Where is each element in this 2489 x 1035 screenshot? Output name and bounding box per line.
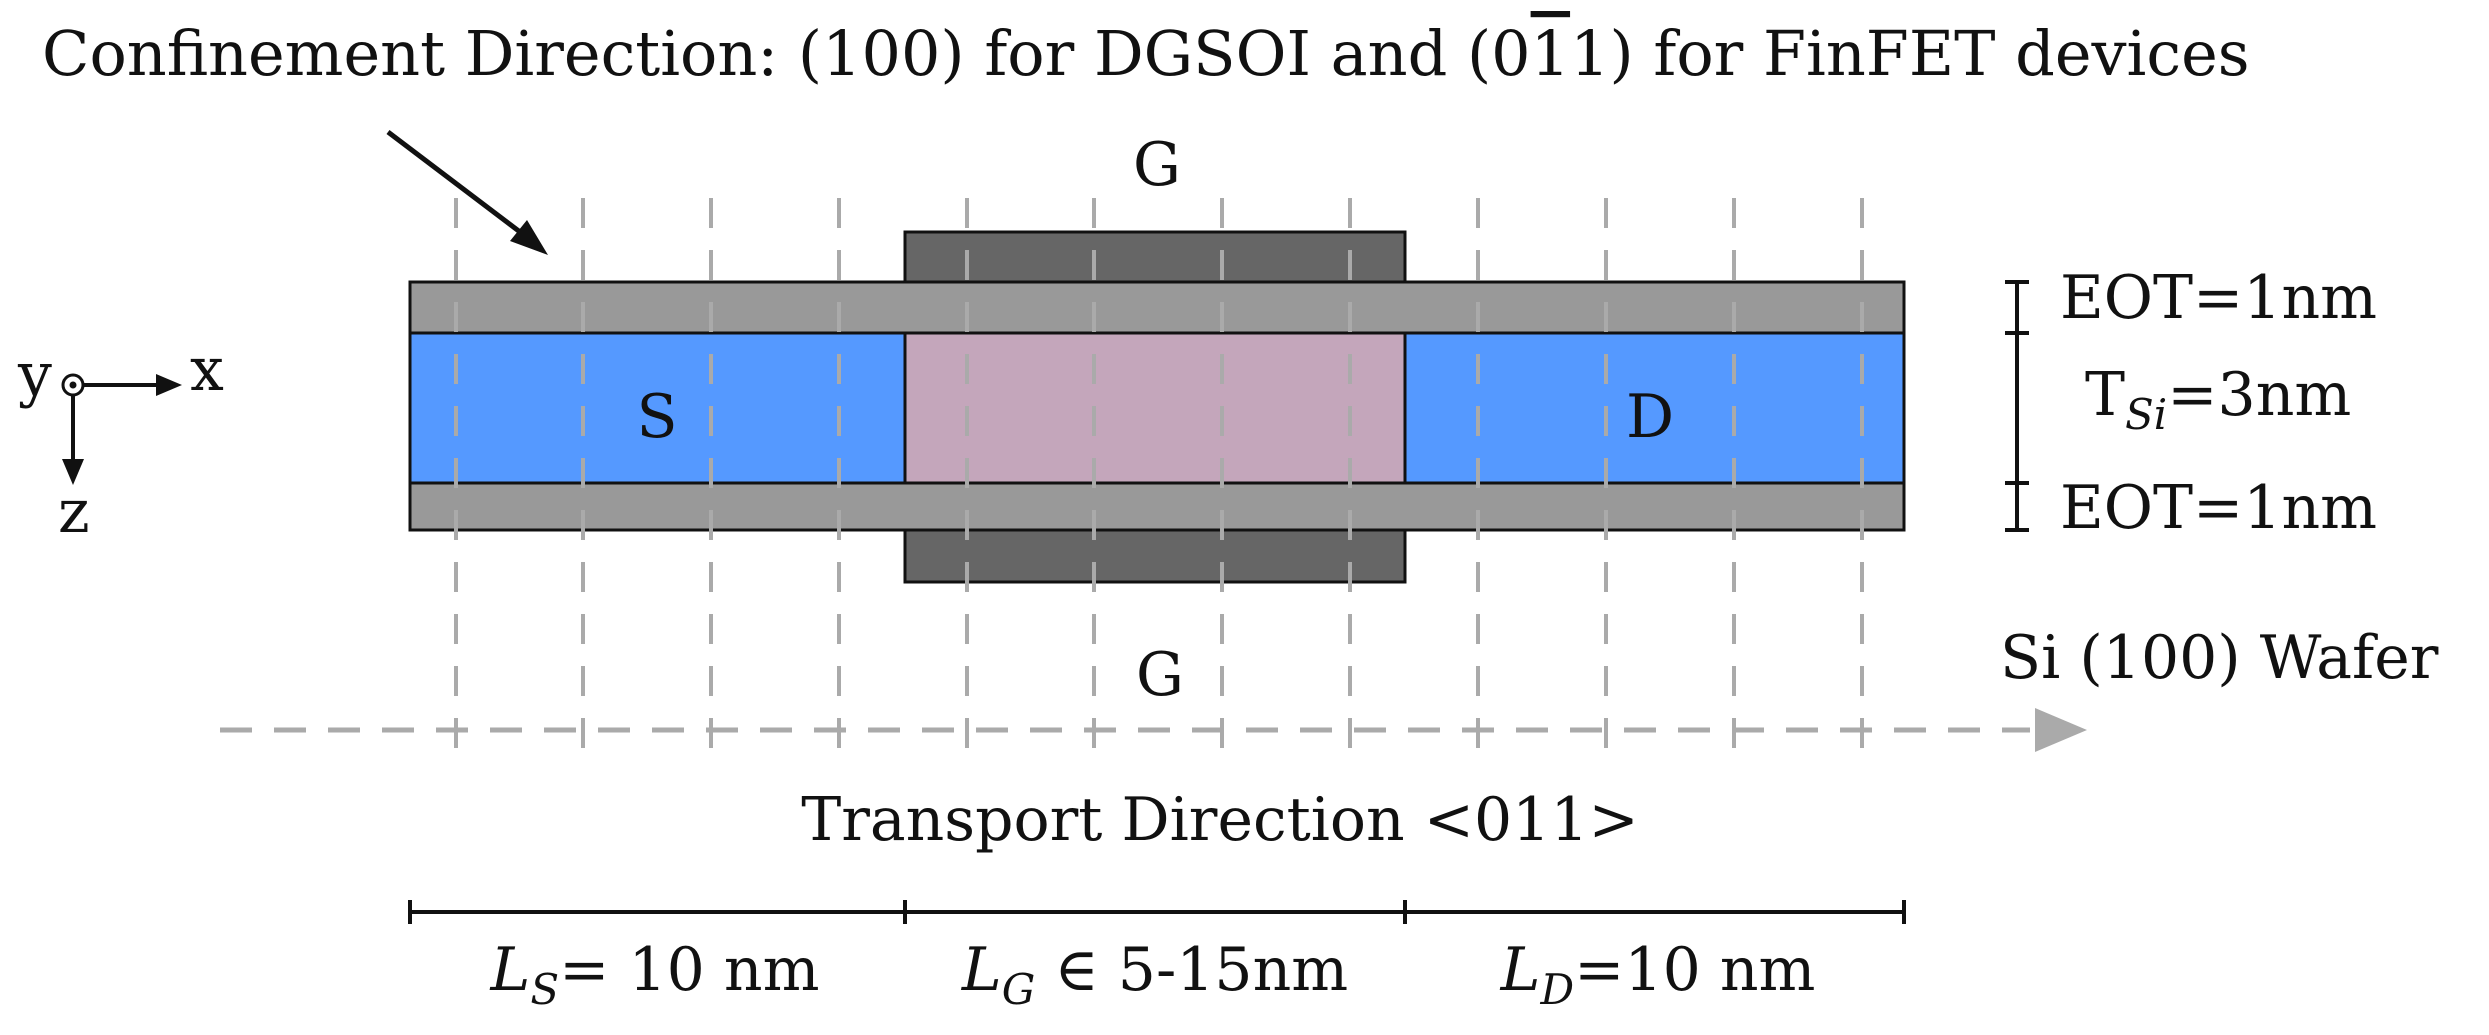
source-length-label: LS= 10 nm xyxy=(490,935,820,1014)
axis-label-x: x xyxy=(190,335,224,405)
axis-label-z: z xyxy=(58,477,90,547)
transport-direction-arrow xyxy=(220,708,2087,752)
gate-length-label: LG ∈ 5-15nm xyxy=(961,935,1348,1014)
source-label: S xyxy=(636,382,677,452)
axis-label-y: y xyxy=(17,340,52,410)
eot-top-label: EOT=1nm xyxy=(2060,263,2377,333)
wafer-label: Si (100) Wafer xyxy=(2000,623,2439,693)
overbar-digit: 1 xyxy=(1531,17,1570,90)
eot-bottom-label: EOT=1nm xyxy=(2060,473,2377,543)
drain-label: D xyxy=(1626,382,1674,452)
top-oxide-layer xyxy=(408,280,1906,335)
coordinate-axes: y x z xyxy=(17,335,224,547)
transport-direction-label: Transport Direction <011> xyxy=(801,785,1639,855)
z-axis-arrow-icon xyxy=(62,459,84,485)
source-region xyxy=(408,331,907,485)
x-axis-arrow-icon xyxy=(156,374,182,396)
confinement-pointer-arrow xyxy=(386,130,548,255)
bottom-oxide-layer xyxy=(408,481,1906,532)
thickness-bracket xyxy=(2005,280,2029,532)
diagram-title: Confinement Direction: (100) for DGSOI a… xyxy=(42,17,2250,90)
drain-region xyxy=(1403,331,1906,485)
gate-bottom-label: G xyxy=(1136,640,1184,710)
tsi-label: TSi=3nm xyxy=(2085,360,2351,439)
gate-top-label: G xyxy=(1133,130,1181,200)
drain-length-label: LD=10 nm xyxy=(1500,935,1816,1014)
channel-region xyxy=(903,331,1407,485)
grid-dashed-lines xyxy=(454,198,1864,762)
length-dimension-line xyxy=(408,900,1906,924)
